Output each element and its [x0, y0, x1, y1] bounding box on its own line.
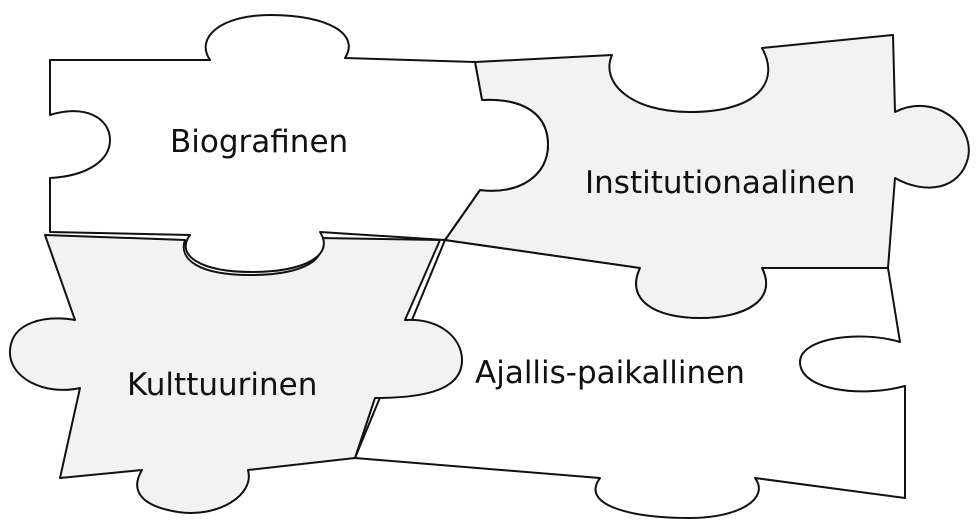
- puzzle-piece-institutionaalinen: Institutionaalinen: [444, 34, 970, 319]
- piece-shape: [49, 14, 549, 273]
- piece-label-institutionaalinen: Institutionaalinen: [585, 165, 855, 201]
- puzzle-piece-ajallis-paikallinen: Ajallis-paikallinen: [354, 239, 906, 519]
- piece-label-ajallis-paikallinen: Ajallis-paikallinen: [475, 355, 745, 391]
- piece-shape: [8, 234, 463, 514]
- piece-label-biografinen: Biografinen: [170, 124, 348, 160]
- piece-label-kulttuurinen: Kulttuurinen: [127, 367, 317, 403]
- puzzle-piece-biografinen: Biografinen: [49, 14, 549, 273]
- puzzle-piece-kulttuurinen: Kulttuurinen: [8, 234, 463, 514]
